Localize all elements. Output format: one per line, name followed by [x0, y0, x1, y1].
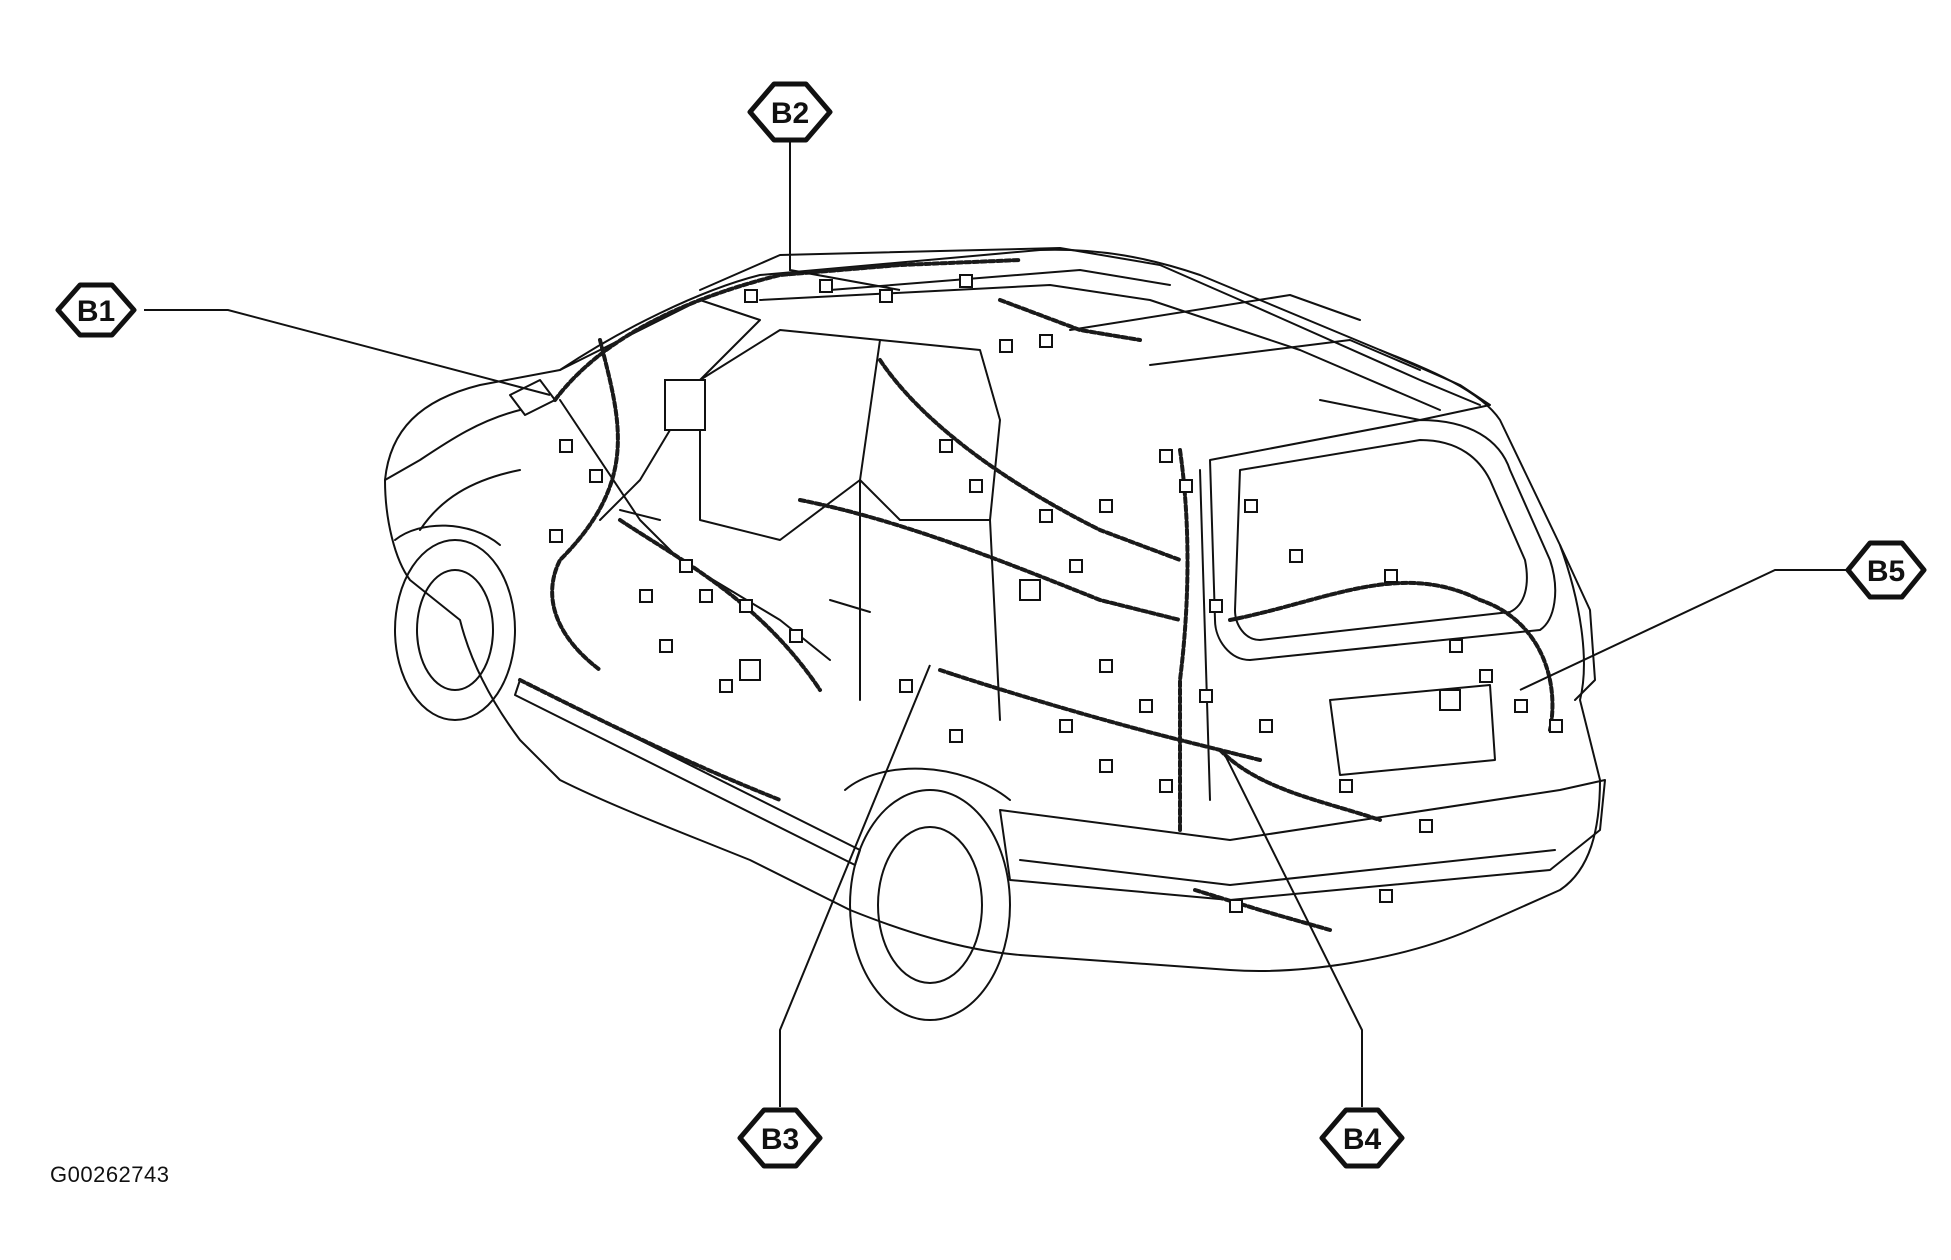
callout-b3-label: B3 — [761, 1123, 799, 1156]
callout-b1: B1 — [55, 282, 137, 338]
callout-b3: B3 — [737, 1107, 823, 1169]
vehicle-outline — [384, 247, 1606, 1021]
wiring-harness — [518, 258, 1555, 932]
callout-b4: B4 — [1319, 1107, 1405, 1169]
callout-b1-label: B1 — [77, 295, 115, 328]
callout-b2: B2 — [747, 81, 833, 143]
callout-b5-label: B5 — [1867, 555, 1905, 588]
callout-b2-label: B2 — [771, 97, 809, 130]
figure-id: G00262743 — [50, 1162, 170, 1187]
callout-b5: B5 — [1845, 540, 1927, 600]
leader-lines — [144, 140, 1847, 1107]
connectors — [549, 274, 1563, 913]
callout-b4-label: B4 — [1343, 1123, 1382, 1156]
